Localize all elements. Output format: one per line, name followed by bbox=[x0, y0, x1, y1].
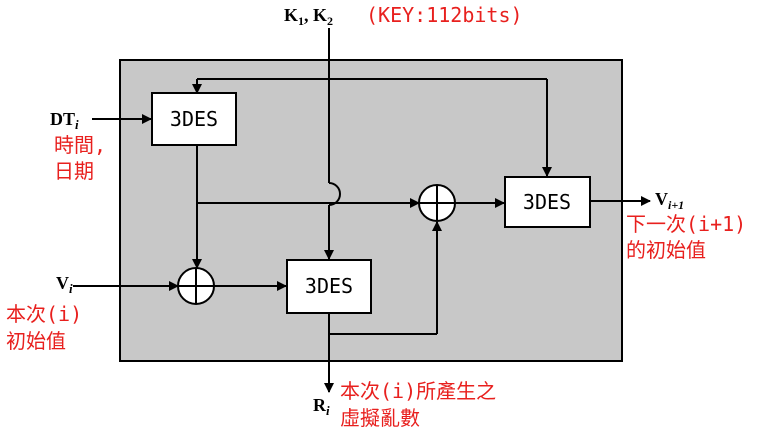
xor-right bbox=[418, 184, 456, 222]
vnext-note-line2: 的初始值 bbox=[626, 238, 706, 262]
vnext-note-line1: 下一次(i+1) bbox=[626, 212, 746, 236]
key-crossover-arc bbox=[328, 182, 341, 206]
r-note-line2: 虛擬亂數 bbox=[340, 406, 420, 430]
dt-note-line2: 日期 bbox=[54, 159, 94, 183]
3des-label-middle: 3DES bbox=[305, 274, 353, 298]
3des-block-topleft: 3DES bbox=[151, 92, 237, 146]
vnext-label: Vi+1 bbox=[655, 189, 684, 212]
dt-note-line1: 時間, bbox=[54, 133, 106, 157]
3des-block-middle: 3DES bbox=[286, 259, 372, 314]
xor-left bbox=[177, 267, 215, 305]
v-label: Vi bbox=[56, 273, 73, 296]
3des-label-topleft: 3DES bbox=[170, 107, 218, 131]
key-label: K1, K2 bbox=[284, 5, 333, 28]
dt-label: DTi bbox=[50, 109, 79, 132]
3des-label-right: 3DES bbox=[523, 190, 571, 214]
v-note-line2: 初始值 bbox=[6, 329, 66, 353]
v-note-line1: 本次(i) bbox=[6, 302, 82, 326]
r-note-line1: 本次(i)所產生之 bbox=[340, 379, 496, 403]
r-label: Ri bbox=[313, 395, 330, 418]
3des-block-right: 3DES bbox=[504, 176, 591, 228]
key-note: (KEY:112bits) bbox=[366, 3, 523, 27]
